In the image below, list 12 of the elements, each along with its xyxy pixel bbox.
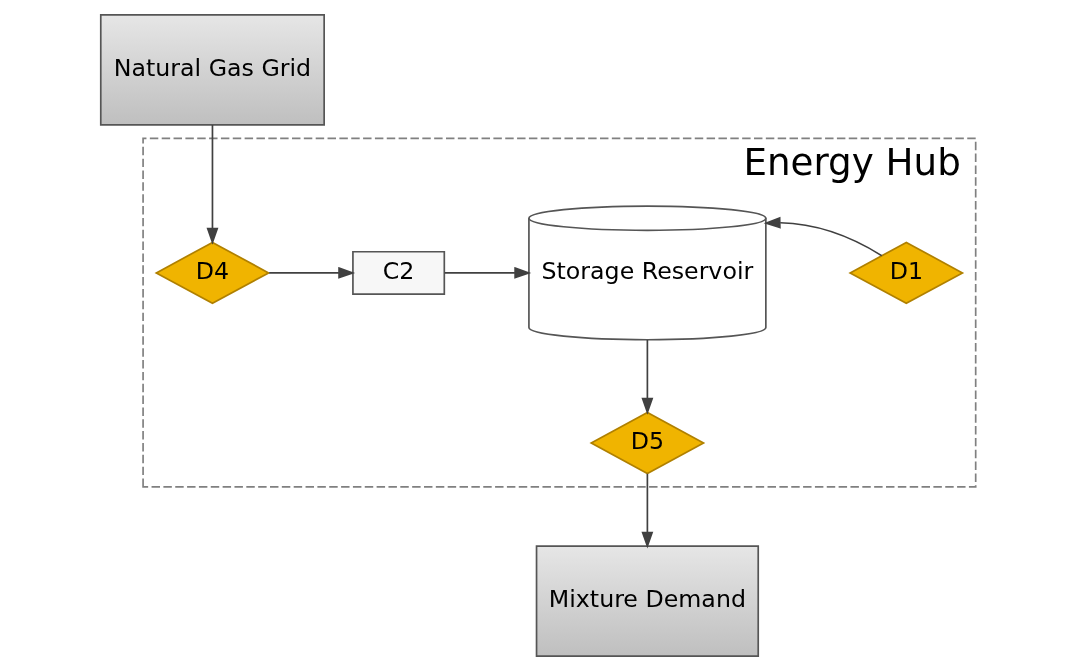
node-box: Mixture Demand	[535, 545, 760, 658]
node-diamond: D4	[154, 241, 271, 305]
arrow	[268, 266, 356, 279]
arrow	[443, 266, 532, 279]
arrow	[641, 472, 654, 549]
arrow	[206, 124, 219, 245]
node-box: Natural Gas Grid	[99, 13, 325, 126]
arrow	[641, 339, 654, 415]
node-diamond: D1	[848, 241, 965, 305]
node-box: C2	[352, 250, 446, 295]
arrow	[763, 216, 883, 257]
node-diamond: D5	[589, 411, 706, 475]
